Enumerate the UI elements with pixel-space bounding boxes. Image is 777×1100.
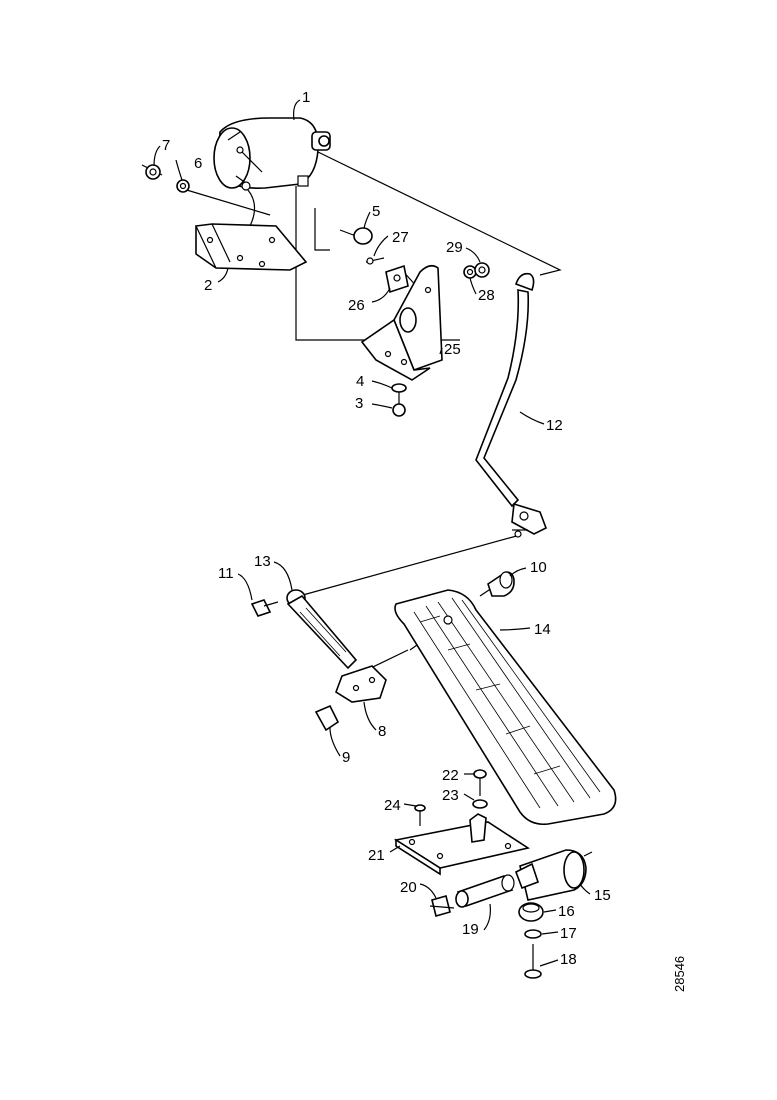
part-25-bracket	[360, 264, 443, 381]
part-15-damper	[514, 849, 593, 901]
reference-number: 28546	[672, 956, 687, 992]
label-part-23: 23	[442, 787, 459, 804]
part-10-bushing	[479, 571, 515, 597]
label-part-16: 16	[558, 903, 575, 920]
label-part-9: 9	[342, 749, 350, 766]
part-23-washer	[472, 799, 488, 809]
label-part-17: 17	[560, 925, 577, 942]
label-part-29: 29	[446, 239, 463, 256]
part-7-nut	[141, 164, 163, 180]
label-part-2: 2	[204, 277, 212, 294]
label-part-6: 6	[194, 155, 202, 172]
part-21-base-plate	[393, 813, 531, 876]
part-17-washer	[524, 929, 542, 939]
part-8-pivot-plate	[335, 665, 387, 703]
part-27-pin	[365, 257, 385, 265]
label-part-1: 1	[302, 89, 310, 106]
part-11-bolt	[250, 599, 279, 617]
part-13-pedal-arm	[286, 589, 358, 670]
label-part-8: 8	[378, 723, 386, 740]
label-part-3: 3	[355, 395, 363, 412]
label-part-5: 5	[372, 203, 380, 220]
label-part-14: 14	[534, 621, 551, 638]
part-1-actuator	[213, 117, 331, 191]
label-part-28: 28	[478, 287, 495, 304]
part-12-rod	[475, 272, 548, 538]
leader-lines	[153, 99, 591, 967]
part-4-washer	[391, 383, 407, 393]
part-9-clip	[314, 704, 340, 732]
label-part-15: 15	[594, 887, 611, 904]
label-part-13: 13	[254, 553, 271, 570]
label-part-19: 19	[462, 921, 479, 938]
part-19-roller	[455, 874, 515, 908]
label-part-20: 20	[400, 879, 417, 896]
part-20-nut	[429, 895, 455, 917]
label-part-21: 21	[368, 847, 385, 864]
label-part-22: 22	[442, 767, 459, 784]
part-28-washer	[463, 265, 477, 279]
part-24-screw	[414, 804, 426, 826]
part-14-pedal	[394, 589, 617, 826]
label-part-24: 24	[384, 797, 401, 814]
part-2-bracket	[195, 189, 308, 271]
part-3-bolt	[392, 392, 406, 417]
label-part-27: 27	[392, 229, 409, 246]
part-18-bolt	[524, 944, 542, 979]
label-part-12: 12	[546, 417, 563, 434]
label-part-18: 18	[560, 951, 577, 968]
part-5-bolt	[339, 227, 373, 245]
part-16-bushing	[518, 902, 544, 922]
label-part-11: 11	[218, 565, 234, 582]
part-22-bolt	[473, 769, 487, 796]
label-part-4: 4	[356, 373, 364, 390]
label-part-26: 26	[348, 297, 365, 314]
part-6-washer	[176, 179, 190, 193]
label-part-25: 25	[444, 341, 461, 358]
label-part-10: 10	[530, 559, 547, 576]
part-26-clip	[385, 264, 409, 294]
label-part-7: 7	[162, 137, 170, 154]
part-29-nut	[474, 262, 490, 278]
part-labels: 1 2 3 4 5 6 7 8 9 10 11 12 13 14 15 16 1…	[162, 89, 611, 968]
